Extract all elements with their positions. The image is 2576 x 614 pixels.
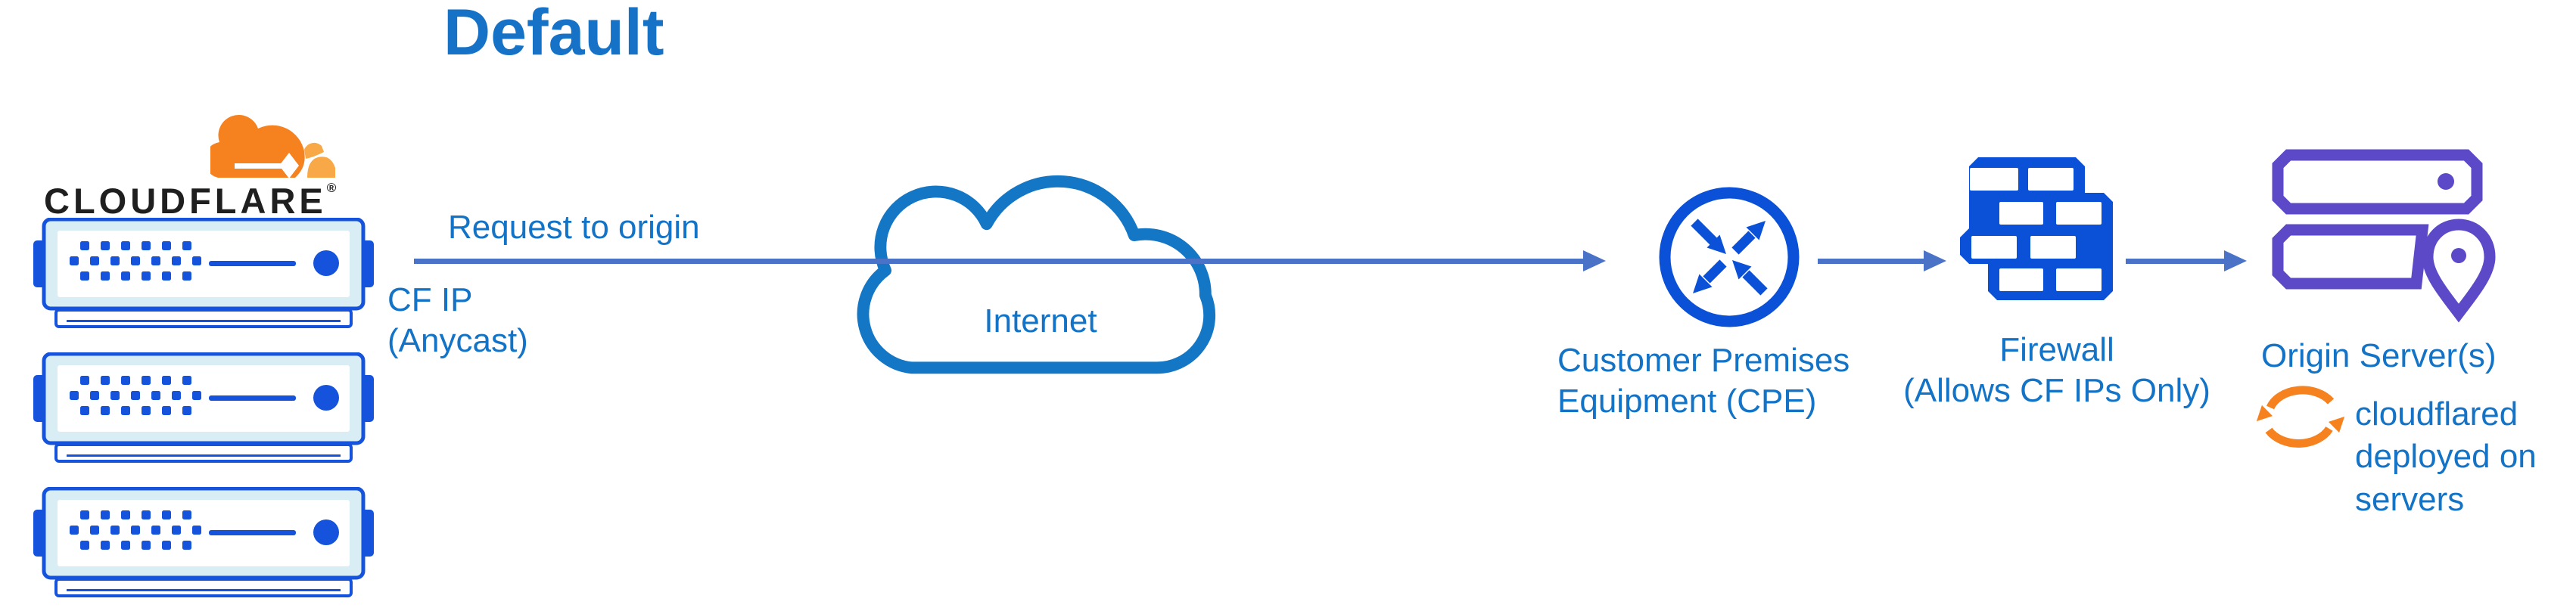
origin-servers-label: Origin Server(s) xyxy=(2261,337,2497,374)
sync-arrows-icon xyxy=(2256,386,2345,448)
arrow-line-cpe-to-firewall xyxy=(1818,259,1924,264)
arrowhead-into-firewall xyxy=(1924,250,1946,271)
firewall-label-line2: (Allows CF IPs Only) xyxy=(1903,371,2210,409)
location-pin-icon xyxy=(2422,219,2496,323)
registered-trademark: ® xyxy=(326,181,337,195)
internet-cloud-icon xyxy=(857,175,1216,374)
cf-ip-line: CF IP xyxy=(387,281,473,318)
arrow-line-firewall-to-origin xyxy=(2126,259,2224,264)
cloudflared-label: cloudflared deployed on servers xyxy=(2355,393,2537,521)
cloudflare-wordmark: CLOUDFLARE® xyxy=(44,180,336,222)
internet-label: Internet xyxy=(984,302,1097,340)
cloudflared-line1: cloudflared xyxy=(2355,395,2518,433)
router-crossed-arrows-icon xyxy=(1659,187,1800,327)
firewall-label: Firewall (Allows CF IPs Only) xyxy=(1875,330,2238,411)
brick-wall-icon xyxy=(1960,157,2113,300)
arrowhead-into-cpe xyxy=(1583,250,1606,271)
server-rack-icon xyxy=(33,218,374,331)
cloudflared-line3: servers xyxy=(2355,480,2465,518)
page-title: Default xyxy=(443,0,664,69)
arrowhead-into-origin xyxy=(2224,250,2247,271)
cloudflare-orange-cloud-icon xyxy=(210,114,335,178)
cpe-label-line1: Customer Premises xyxy=(1557,342,1850,379)
servers-with-location-pin-icon xyxy=(2272,149,2496,323)
server-rack-icon xyxy=(33,487,374,600)
anycast-line: (Anycast) xyxy=(387,321,528,359)
arrow-line-request-to-origin xyxy=(414,259,1583,264)
cf-ip-anycast-label: CF IP (Anycast) xyxy=(387,280,528,361)
cpe-label: Customer Premises Equipment (CPE) xyxy=(1557,340,1850,421)
cloudflared-line2: deployed on xyxy=(2355,438,2537,476)
cpe-label-line2: Equipment (CPE) xyxy=(1557,382,1817,420)
server-rack-icon xyxy=(33,352,374,466)
request-to-origin-label: Request to origin xyxy=(448,209,700,246)
wordmark-text: CLOUDFLARE xyxy=(44,181,327,221)
firewall-label-line1: Firewall xyxy=(1999,331,2114,368)
